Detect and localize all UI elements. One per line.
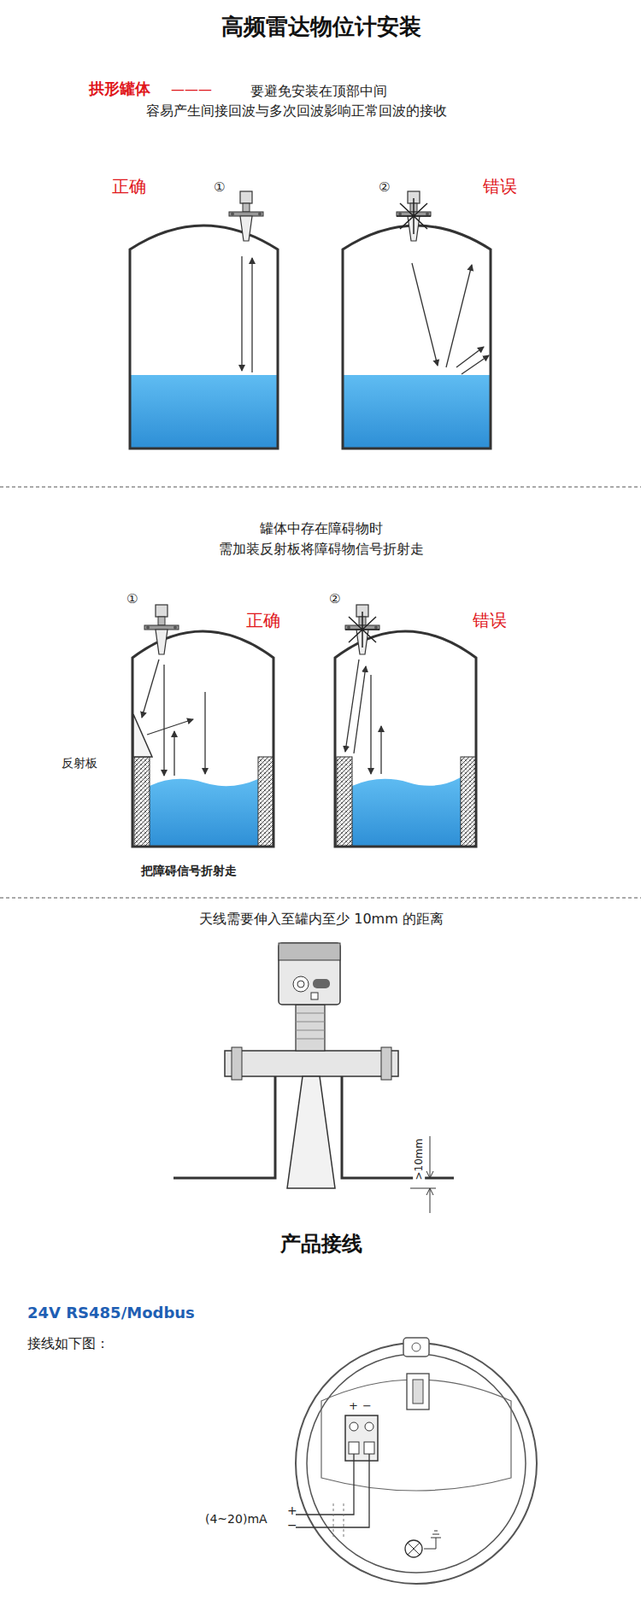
label-text: ② xyxy=(329,591,341,607)
label-text: 接线如下图： xyxy=(27,1335,110,1353)
label-text: 正确 xyxy=(246,610,281,631)
label-text: 产品接线 xyxy=(280,1232,363,1258)
label-text: 容易产生间接回波与多次回波影响正常回波的接收 xyxy=(146,102,447,119)
label-text: 错误 xyxy=(482,176,518,197)
label-text: − xyxy=(287,1518,298,1534)
label-text: (4~20)mA xyxy=(205,1512,268,1528)
label-text: ——— xyxy=(170,81,212,98)
label-text: 罐体中存在障碍物时 xyxy=(259,520,383,537)
label-text: 需加装反射板将障碍物信号折射走 xyxy=(218,541,424,558)
label-text: ① xyxy=(213,179,225,195)
label-text: + xyxy=(348,1399,359,1414)
label-text: 天线需要伸入至罐内至少 10mm 的距离 xyxy=(199,911,444,928)
label-text: 拱形罐体 xyxy=(88,79,151,99)
label-text: ① xyxy=(126,591,138,607)
label-text: 正确 xyxy=(111,176,147,197)
label-text: 要避免安装在顶部中间 xyxy=(250,82,388,100)
label-text: 24V RS485/Modbus xyxy=(27,1304,195,1324)
label-text: 错误 xyxy=(472,610,507,631)
label-text: − xyxy=(362,1399,372,1414)
label-text: 把障碍信号折射走 xyxy=(141,864,237,879)
page-title: 高频雷达物位计安装 xyxy=(221,13,422,41)
label-text: >10mm xyxy=(412,1139,425,1182)
label-text: 反射板 xyxy=(61,756,98,771)
label-text: ② xyxy=(378,179,390,195)
label-text: + xyxy=(287,1504,298,1519)
